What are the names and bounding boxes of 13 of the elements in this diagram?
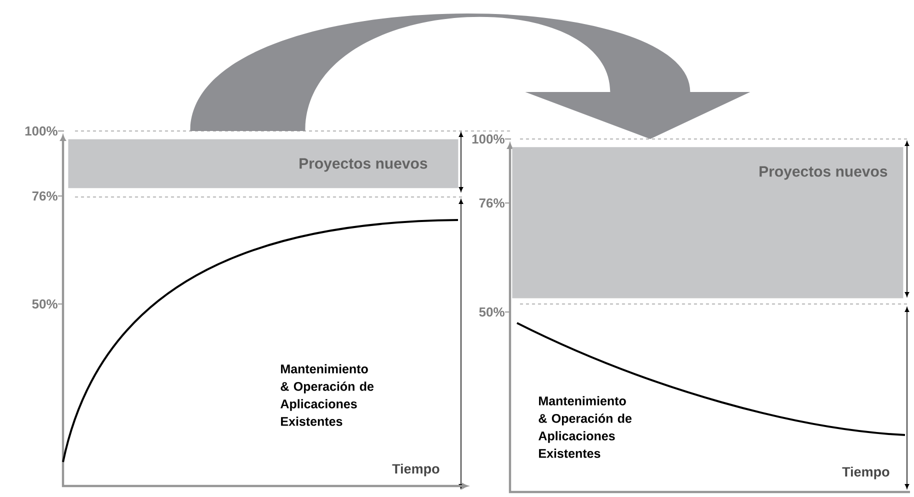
- curved-arrow: [190, 14, 750, 139]
- tick-label: 100%: [472, 134, 504, 144]
- axis-label: Tiempo: [392, 464, 440, 476]
- text: Mantenimiento & Operación de Aplicaciones Existentes: [538, 396, 632, 458]
- tick-label: 50%: [479, 307, 504, 317]
- band: Proyectos nuevos: [68, 139, 458, 188]
- tick-label: 50%: [32, 299, 58, 309]
- text: Mantenimiento & Operación de Aplicaciones Existentes: [280, 364, 374, 426]
- tick-label: 100%: [25, 126, 58, 136]
- axis-label: Tiempo: [842, 466, 890, 480]
- tick-label: 76%: [479, 198, 504, 208]
- tick-label: 76%: [32, 191, 58, 201]
- band: Proyectos nuevos: [512, 147, 904, 298]
